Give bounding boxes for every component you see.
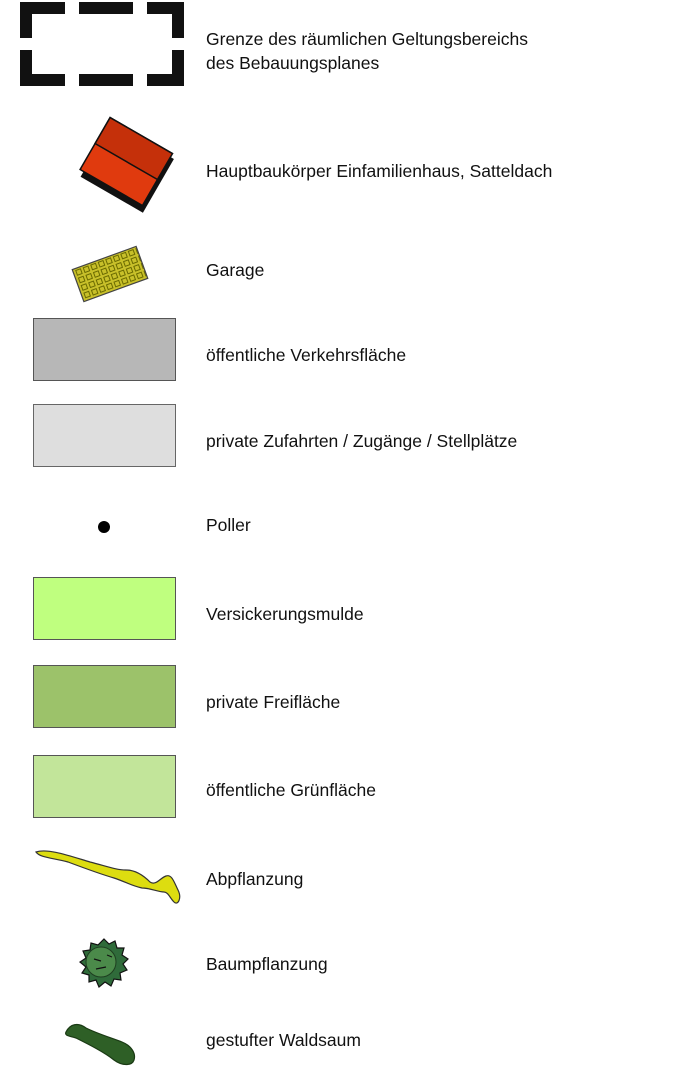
- legend-item-poller: Poller: [0, 504, 683, 544]
- legend-label: Garage: [206, 260, 265, 280]
- legend-label: öffentliche Verkehrsfläche: [206, 345, 407, 365]
- filled-rectangle-icon: [33, 665, 205, 729]
- legend-label: öffentliche Grünfläche: [206, 780, 376, 800]
- legend-label: Abpflanzung: [206, 869, 304, 889]
- legend-item-waldsaum: gestufter Waldsaum: [0, 1012, 683, 1067]
- legend-label: gestufter Waldsaum: [206, 1030, 361, 1050]
- legend-item-oeffentliche-gruenflaeche: öffentliche Grünfläche: [0, 755, 683, 819]
- legend-item-abpflanzung: Abpflanzung: [0, 840, 683, 910]
- legend-item-hauptbaukoerper: Hauptbaukörper Einfamilienhaus, Sattelda…: [0, 116, 683, 218]
- legend-label: Hauptbaukörper Einfamilienhaus, Sattelda…: [206, 161, 553, 181]
- legend-item-private-zufahrten: private Zufahrten / Zugänge / Stellplätz…: [0, 404, 683, 468]
- legend-label: private Freifläche: [206, 692, 341, 712]
- legend-item-baumpflanzung: Baumpflanzung: [0, 932, 683, 1002]
- boundary-dashed-rectangle-icon: [18, 0, 190, 100]
- legend-item-private-freiflaeche: private Freifläche: [0, 665, 683, 729]
- legend-label: Baumpflanzung: [206, 954, 328, 974]
- hedge-blob-icon: [18, 840, 190, 910]
- legend-label: private Zufahrten / Zugänge / Stellplätz…: [206, 431, 518, 451]
- garage-hatched-icon: [18, 236, 190, 306]
- filled-rectangle-icon: [33, 318, 205, 382]
- legend-item-verkehrsflaeche: öffentliche Verkehrsfläche: [0, 318, 683, 382]
- legend-label: Grenze des räumlichen Geltungsbereichs d…: [206, 29, 528, 73]
- tree-crown-icon: [18, 932, 190, 1002]
- legend-item-garage: Garage: [0, 236, 683, 306]
- dot-icon: [18, 504, 190, 544]
- forest-edge-blob-icon: [18, 1012, 190, 1067]
- house-gable-roof-icon: [18, 116, 190, 218]
- legend-label: Versickerungsmulde: [206, 604, 364, 624]
- filled-rectangle-icon: [33, 404, 205, 468]
- filled-rectangle-icon: [33, 577, 205, 641]
- legend-item-geltungsbereich: Grenze des räumlichen Geltungsbereichs d…: [0, 0, 683, 100]
- filled-rectangle-icon: [33, 755, 205, 819]
- legend-label: Poller: [206, 515, 251, 535]
- legend-item-versickerungsmulde: Versickerungsmulde: [0, 577, 683, 641]
